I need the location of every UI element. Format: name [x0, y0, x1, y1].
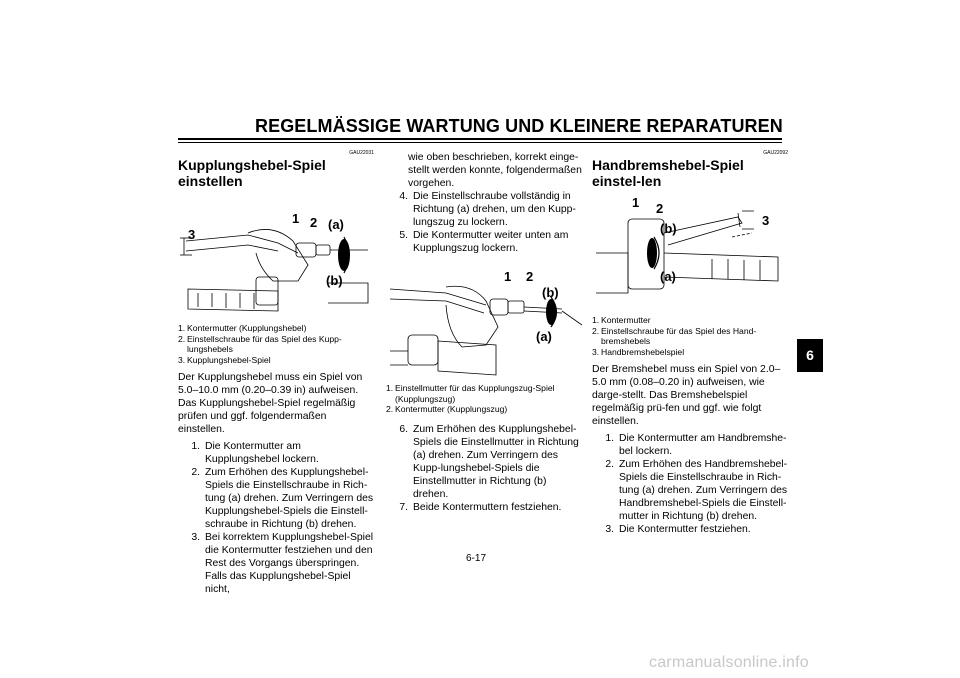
step-item: 5.Die Kontermutter weiter unten am Kuppl…: [399, 230, 569, 254]
brake-lever-illustration: 1 2 3 (b) (a): [596, 195, 779, 294]
caption-item: 3.Handbremshebelspiel: [592, 346, 685, 357]
callout-2: 2: [656, 201, 663, 216]
callout-a: (a): [328, 217, 344, 232]
section-title: Kupplungshebel-Spiel einstellen: [178, 157, 326, 189]
header-rule-thin: [178, 142, 782, 143]
clutch-cable-section: wie oben beschrieben, korrekt einge-stel…: [386, 151, 583, 514]
caption-item: 2.Kontermutter (Kupplungszug): [386, 404, 508, 414]
callout-a: (a): [536, 329, 552, 344]
callout-a: (a): [660, 269, 676, 284]
callout-2: 2: [310, 215, 317, 230]
step-item: 4.Die Einstellschraube vollständig in Ri…: [399, 191, 576, 228]
continued-text: wie oben beschrieben, korrekt einge-stel…: [408, 152, 582, 189]
clutch-lever-figure: 1 2 3 (a) (b): [178, 193, 374, 321]
step-list: 6.Zum Erhöhen des Kupplungshebel-Spiels …: [386, 423, 582, 514]
clutch-lever-illustration: 1 2 3 (a) (b): [180, 211, 369, 312]
chapter-tab: 6: [797, 339, 823, 372]
callout-1: 1: [504, 269, 511, 284]
step-item: 2.Zum Erhöhen des Handbremshebel-Spiels …: [605, 459, 788, 522]
caption-item: 1.Einstellmutter für das Kupplungszug-Sp…: [386, 383, 555, 404]
body-paragraph: Der Bremshebel muss ein Spiel von 2.0–5.…: [592, 364, 781, 427]
caption-item: 3.Kupplungshebel-Spiel: [178, 354, 271, 365]
step-item: 3.Die Kontermutter festziehen.: [605, 524, 751, 535]
figure-captions: 1.Kontermutter (Kupplungshebel) 2.Einste…: [178, 323, 374, 365]
step-item: 1.Die Kontermutter am Kupplungshebel loc…: [191, 441, 319, 465]
caption-item: 1.Kontermutter: [592, 315, 651, 325]
watermark: carmanualsonline.info: [649, 654, 809, 671]
page-number: 6-17: [466, 553, 487, 564]
step-list: 1.Die Kontermutter am Kupplungshebel loc…: [178, 440, 374, 596]
callout-2: 2: [526, 269, 533, 284]
step-item: 7.Beide Kontermuttern festziehen.: [399, 501, 562, 513]
callout-1: 1: [632, 195, 639, 210]
section-code: GAU22031: [349, 150, 374, 156]
section-code: GAU22092: [763, 150, 788, 156]
clutch-section: GAU22031 Kupplungshebel-Spiel einstellen…: [178, 150, 374, 596]
caption-item: 1.Kontermutter (Kupplungshebel): [178, 323, 307, 333]
caption-item: 2.Einstellschraube für das Spiel des Kup…: [178, 333, 342, 355]
callout-b: (b): [326, 273, 343, 288]
callout-1: 1: [292, 211, 299, 226]
header-rule: [178, 138, 782, 140]
caption-item: 2.Einstellschraube für das Spiel des Han…: [592, 325, 757, 347]
step-list: 1.Die Kontermutter am Handbremshe-bel lo…: [592, 432, 788, 536]
body-paragraph: Der Kupplungshebel muss ein Spiel von 5.…: [178, 372, 363, 435]
clutch-cable-illustration: 1 2 (b) (a): [389, 269, 583, 376]
figure-captions: 1.Einstellmutter für das Kupplungszug-Sp…: [386, 383, 582, 415]
brake-lever-figure: 1 2 3 (b) (a): [592, 193, 788, 313]
step-item: 2.Zum Erhöhen des Kupplungshebel-Spiels …: [191, 467, 374, 530]
callout-3: 3: [762, 213, 769, 228]
step-item: 1.Die Kontermutter am Handbremshe-bel lo…: [605, 433, 787, 457]
section-title: Handbremshebel-Spiel einstel-len: [592, 157, 744, 189]
callout-b: (b): [542, 285, 559, 300]
step-item: 6.Zum Erhöhen des Kupplungshebel-Spiels …: [399, 423, 579, 500]
page-header-title: REGELMÄSSIGE WARTUNG UND KLEINERE REPARA…: [255, 116, 783, 136]
callout-b: (b): [660, 221, 677, 236]
callout-3: 3: [188, 227, 195, 242]
brake-section: GAU22092 Handbremshebel-Spiel einstel-le…: [592, 150, 788, 536]
figure-captions: 1.Kontermutter 2.Einstellschraube für da…: [592, 315, 788, 357]
step-item: 3.Bei korrektem Kupplungshebel-Spiel die…: [191, 532, 374, 595]
clutch-cable-figure: 1 2 (b) (a): [386, 265, 583, 381]
